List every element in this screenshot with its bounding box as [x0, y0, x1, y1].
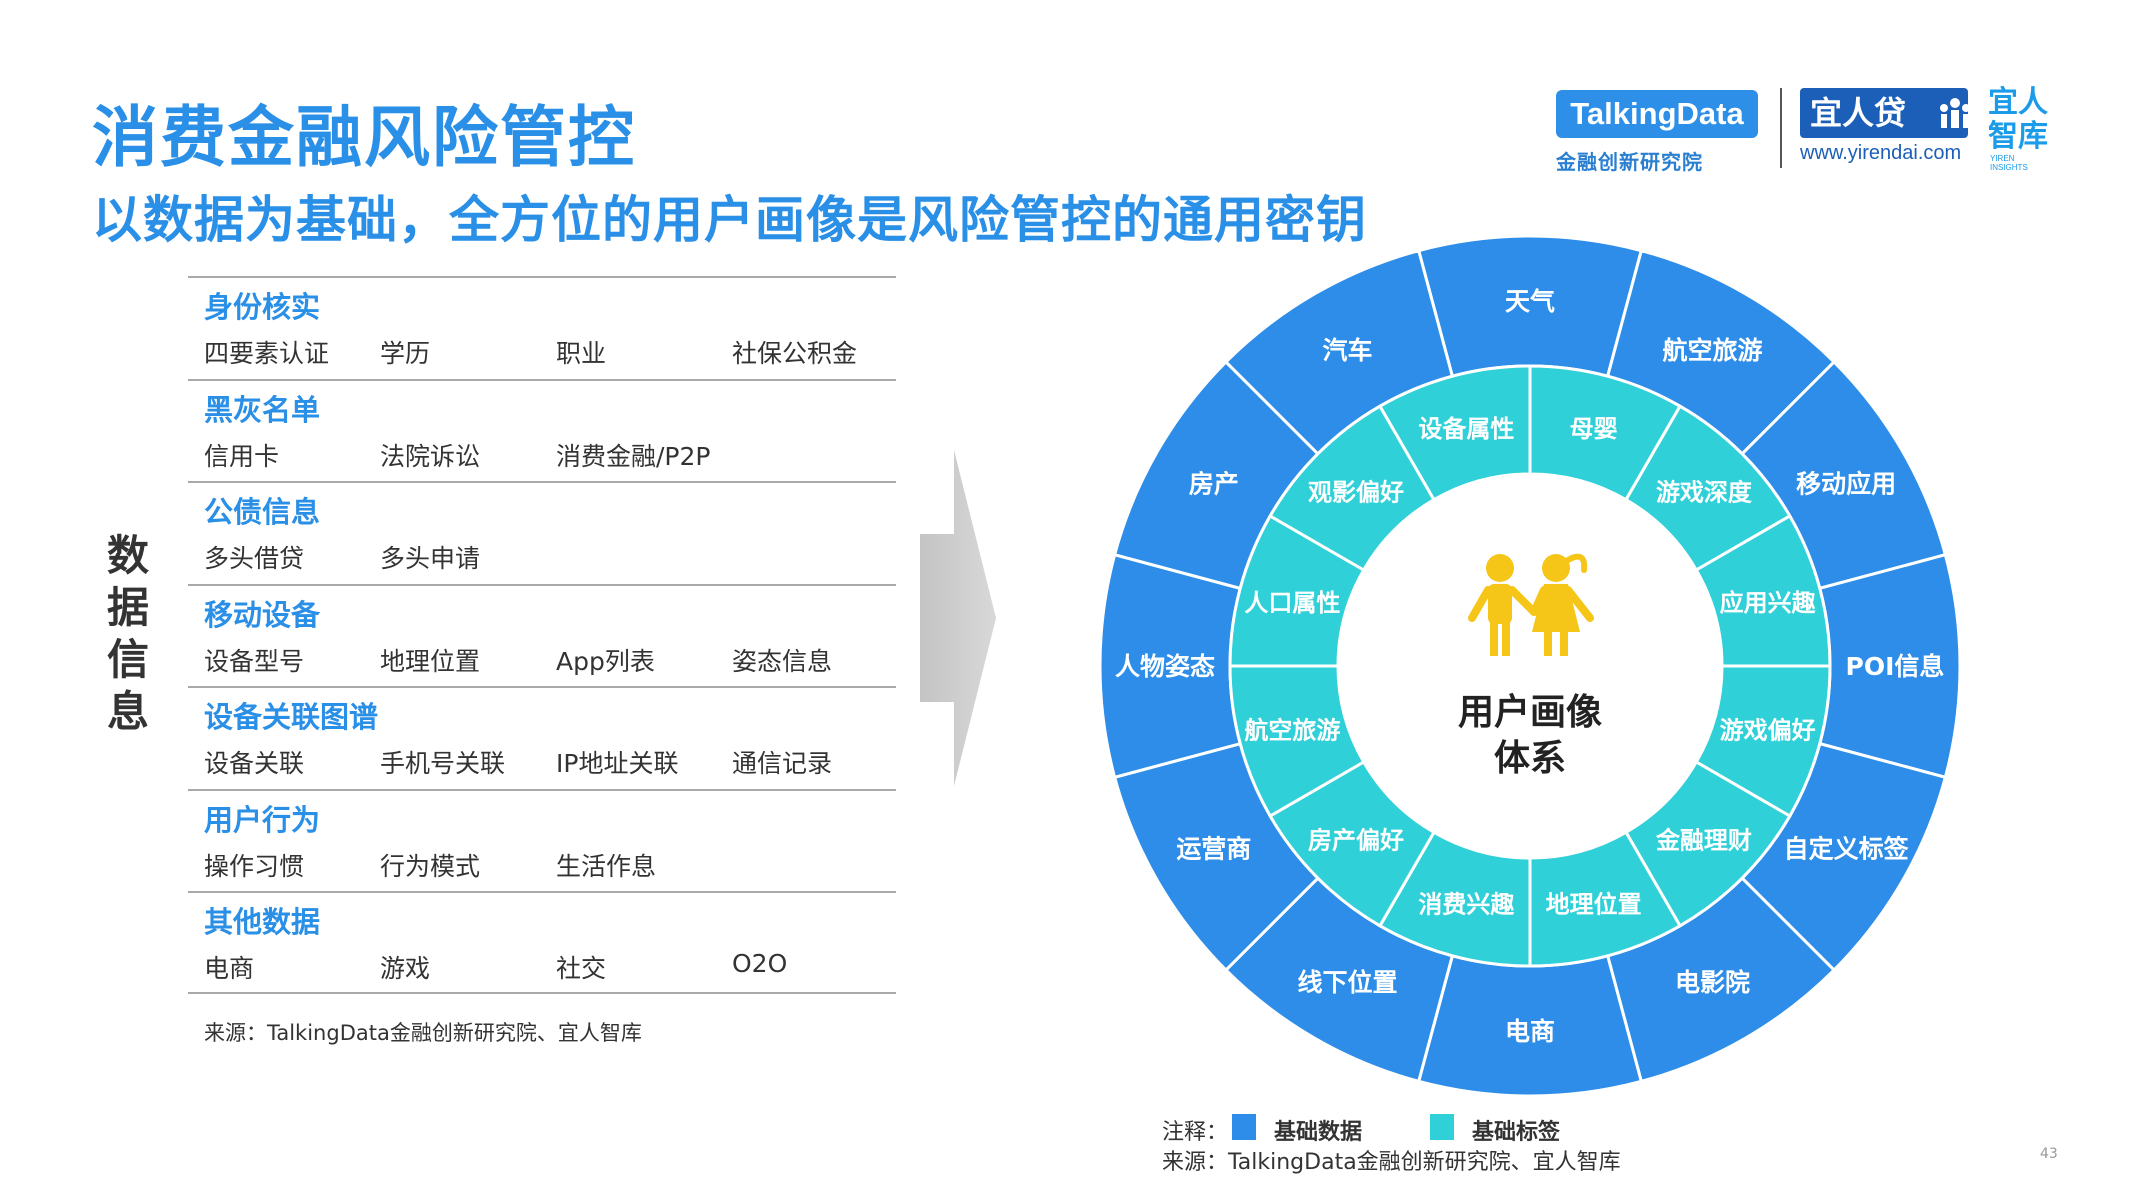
section-item: 行为模式: [380, 851, 481, 881]
right-arrow-icon: [920, 450, 996, 786]
section-item: 消费金融/P2P: [556, 441, 711, 471]
legend-swatch-basic-data: [1232, 1114, 1256, 1140]
wheel-center: [1338, 474, 1722, 858]
section-title: 黑灰名单: [204, 392, 321, 427]
source-note-right: 来源：TalkingData金融创新研究院、宜人智库: [1162, 1150, 1621, 1175]
section-other-data: 其他数据 电商 游戏 社交 O2O: [188, 891, 896, 994]
inner-label: 房产偏好: [1308, 827, 1404, 855]
page-number: 43: [2040, 1146, 2058, 1162]
section-item: 姿态信息: [732, 646, 833, 676]
section-item: 法院诉讼: [380, 441, 481, 471]
legend-swatch-basic-tags: [1430, 1114, 1454, 1140]
section-item: O2O: [732, 949, 788, 978]
zhiku-logo: 宜人智库: [1988, 85, 2048, 154]
section-item: 生活作息: [556, 851, 657, 881]
yirendai-people-icon: [1940, 98, 1970, 128]
inner-label: 应用兴趣: [1720, 589, 1817, 617]
inner-label: 游戏深度: [1656, 479, 1753, 507]
inner-label: 地理位置: [1546, 890, 1642, 918]
talkingdata-logo: TalkingData: [1556, 90, 1758, 138]
section-title: 移动设备: [204, 597, 321, 632]
section-item: 社交: [556, 954, 607, 983]
section-item: 电商: [204, 954, 255, 983]
logo-divider: [1780, 88, 1782, 168]
inner-label: 金融理财: [1655, 827, 1752, 855]
section-item: 手机号关联: [380, 749, 506, 778]
section-item: App列表: [556, 646, 655, 676]
page-title: 消费金融风险管控: [92, 99, 636, 176]
legend-prefix: 注释：: [1162, 1120, 1229, 1145]
outer-label: 天气: [1505, 287, 1555, 316]
section-item: 游戏: [380, 954, 431, 983]
section-item: 设备型号: [204, 646, 305, 676]
outer-label: 航空旅游: [1662, 336, 1762, 365]
wheel-center-title-line2: 体系: [1494, 738, 1566, 779]
section-item: 信用卡: [204, 441, 280, 471]
section-item: 多头借贷: [204, 544, 305, 573]
section-item: 四要素认证: [204, 339, 330, 368]
section-identity: 身份核实 四要素认证 学历 职业 社保公积金: [188, 276, 896, 379]
inner-label: 观影偏好: [1308, 479, 1404, 507]
section-mobile-device: 移动设备 设备型号 地理位置 App列表 姿态信息: [188, 583, 896, 687]
legend: 注释：: [1162, 1114, 1228, 1146]
section-item: 操作习惯: [204, 851, 305, 881]
section-item: 设备关联: [204, 749, 305, 778]
inner-label: 设备属性: [1418, 415, 1514, 443]
section-item: 多头申请: [380, 544, 481, 573]
section-item: 社保公积金: [732, 339, 858, 368]
page-subtitle: 以数据为基础，全方位的用户画像是风险管控的通用密钥: [92, 191, 1367, 249]
data-info-label: 数据信息: [106, 531, 149, 736]
outer-label: POI信息: [1846, 652, 1945, 681]
source-note: 来源：TalkingData金融创新研究院、宜人智库: [204, 1021, 642, 1045]
outer-label: 汽车: [1322, 336, 1372, 365]
section-blacklist: 黑灰名单 信用卡 法院诉讼 消费金融/P2P: [188, 378, 896, 482]
section-item: 学历: [380, 339, 431, 368]
outer-label: 电商: [1505, 1017, 1555, 1046]
inner-label: 消费兴趣: [1418, 890, 1515, 918]
legend-label-basic-tags: 基础标签: [1472, 1120, 1561, 1145]
talkingdata-logo-subtitle: 金融创新研究院: [1556, 150, 1703, 174]
section-title: 用户行为: [204, 802, 321, 837]
section-user-behavior: 用户行为 操作习惯 行为模式 生活作息: [188, 788, 896, 892]
section-title: 设备关联图谱: [204, 700, 379, 734]
user-profile-wheel: 天气航空旅游移动应用POI信息自定义标签电影院电商线下位置运营商人物姿态房产汽车…: [1100, 236, 1960, 1096]
family-icon: [1468, 553, 1594, 656]
outer-label: 移动应用: [1796, 470, 1896, 499]
inner-label: 游戏偏好: [1720, 716, 1816, 744]
section-title: 公债信息: [204, 495, 321, 529]
outer-label: 自定义标签: [1784, 835, 1910, 864]
section-title: 其他数据: [204, 905, 321, 939]
outer-label: 人物姿态: [1115, 652, 1215, 681]
yirendai-logo: 宜人贷: [1800, 88, 1968, 138]
inner-label: 母婴: [1570, 415, 1618, 443]
outer-label: 房产: [1189, 470, 1239, 499]
wheel-center-title-line1: 用户画像: [1458, 692, 1602, 733]
inner-label: 人口属性: [1244, 589, 1340, 617]
inner-label: 航空旅游: [1244, 716, 1340, 744]
section-title: 身份核实: [204, 290, 321, 324]
section-device-graph: 设备关联图谱 设备关联 手机号关联 IP地址关联 通信记录: [188, 686, 896, 789]
legend-label-basic-data: 基础数据: [1274, 1120, 1363, 1145]
outer-label: 线下位置: [1297, 968, 1397, 997]
section-item: IP地址关联: [556, 749, 679, 778]
outer-label: 运营商: [1176, 835, 1251, 864]
yirendai-url: www.yirendai.com: [1800, 142, 1962, 164]
section-item: 通信记录: [732, 749, 833, 778]
zhiku-logo-subtitle: YIREN INSIGHTS: [1990, 154, 2028, 172]
section-debt: 公债信息 多头借贷 多头申请: [188, 481, 896, 584]
data-info-table: 身份核实 四要素认证 学历 职业 社保公积金 黑灰名单 信用卡 法院诉讼 消费金…: [188, 276, 896, 994]
section-item: 地理位置: [380, 646, 481, 676]
outer-label: 电影院: [1675, 968, 1750, 997]
section-item: 职业: [556, 339, 607, 368]
